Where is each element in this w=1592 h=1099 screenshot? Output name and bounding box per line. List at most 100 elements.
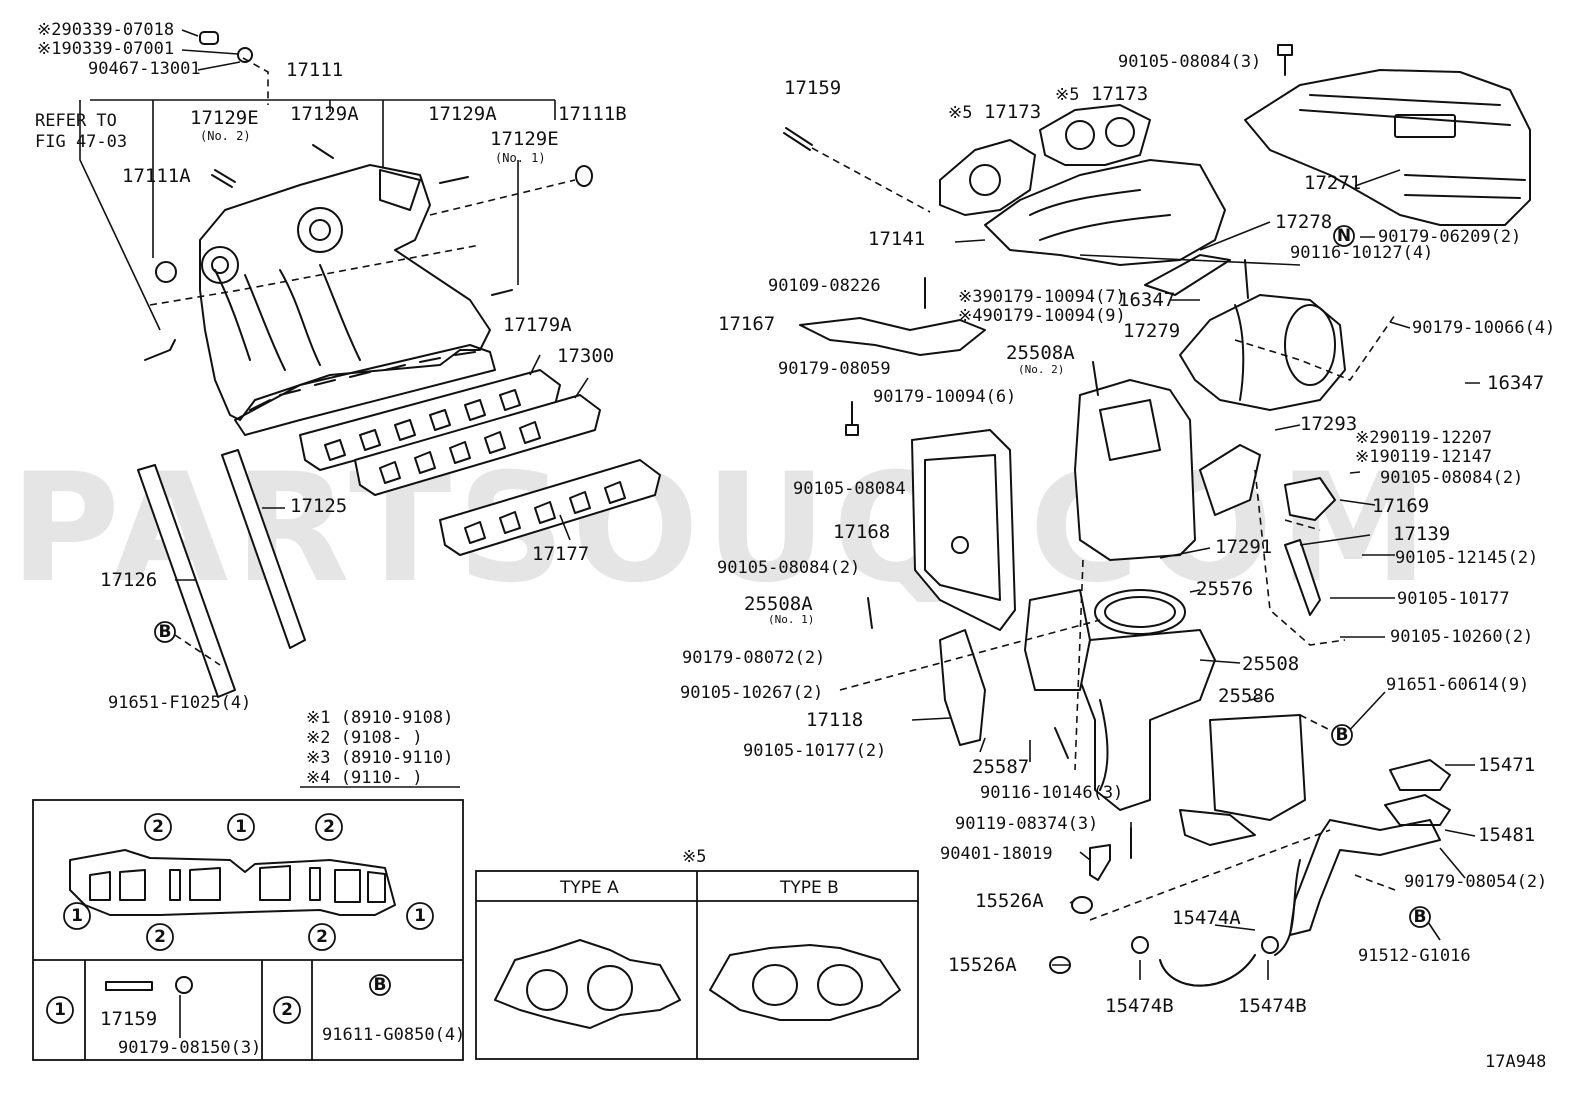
part-label: 90119-12207: [1379, 428, 1492, 448]
part-label: 17169: [1372, 495, 1429, 517]
part-label: 17278: [1275, 211, 1332, 233]
part-label: 90119-12147: [1379, 447, 1492, 467]
part-label: 17139: [1393, 523, 1450, 545]
part-label: 1: [414, 906, 426, 926]
part-label: B: [1414, 907, 1427, 927]
part-label: 90105-08084(2): [1380, 468, 1523, 488]
part-label: ※5 17173: [948, 101, 1041, 123]
part-label: ※190119-12147: [1355, 447, 1492, 467]
part-label: 90105-10177(2): [743, 741, 886, 761]
intake-manifold-part: [199, 164, 491, 421]
part-label: 90179-08150(3): [118, 1038, 261, 1058]
stay-17126-part: [137, 464, 236, 698]
part-label: ※190339-07001: [37, 39, 174, 59]
part-label: 17126: [100, 569, 157, 591]
gasket-17173-left-part: [939, 139, 1036, 216]
part-label: ※1 (8910-9108): [306, 708, 453, 728]
part-label: ※2 (9108- ): [306, 728, 423, 748]
part-label: 17159: [784, 77, 841, 99]
part-label: 90179-08054(2): [1404, 872, 1547, 892]
part-label: 17129A: [428, 103, 497, 125]
part-label: 17173: [1091, 83, 1148, 105]
part-label: 2: [152, 817, 164, 837]
plug-17111a-part: [155, 261, 177, 283]
part-label: ※4: [306, 768, 330, 788]
part-label: 17167: [718, 313, 775, 335]
part-label: 17111A: [122, 165, 191, 187]
part-label: 91651-60614(9): [1386, 675, 1529, 695]
part-label: 90105-08084(3): [1118, 52, 1261, 72]
part-label: 90467-13001: [88, 59, 201, 79]
part-label: 15474B: [1105, 995, 1174, 1017]
part-label: 15474A: [1172, 907, 1241, 929]
part-label: B: [374, 975, 387, 995]
part-label: TYPE A: [559, 878, 619, 898]
part-label: 17111: [286, 59, 343, 81]
part-label: 15474B: [1238, 995, 1307, 1017]
part-label: ※490179-10094(9): [958, 306, 1126, 326]
part-label: FIG 47-03: [35, 132, 127, 152]
part-label: 90179-10094(7): [982, 287, 1125, 307]
part-label: ※5: [1055, 85, 1079, 105]
part-label: 90339-07001: [61, 39, 174, 59]
part-label: ※3 (8910-9110): [306, 748, 453, 768]
part-label: 90105-10260(2): [1390, 627, 1533, 647]
part-label: 90105-08084: [793, 479, 906, 499]
part-label: ※5 17173: [1055, 83, 1148, 105]
part-label: (9108- ): [341, 728, 423, 748]
stay-17125-part: [221, 449, 306, 649]
part-label: 90105-10177: [1397, 589, 1510, 609]
part-label: 17177: [532, 543, 589, 565]
part-label: 15526A: [948, 954, 1017, 976]
part-label: 90105-12145(2): [1395, 548, 1538, 568]
part-label: 1: [235, 817, 247, 837]
part-label: 17173: [984, 101, 1041, 123]
part-label: 15481: [1478, 824, 1535, 846]
part-label: 17300: [557, 345, 614, 367]
part-label: 15526A: [975, 890, 1044, 912]
part-label: ※5: [948, 103, 972, 123]
part-label: 25508A: [1006, 342, 1075, 364]
part-label: 1: [71, 906, 83, 926]
part-label: 17159: [100, 1008, 157, 1030]
part-label: ※1: [306, 708, 330, 728]
part-label: 16347: [1487, 372, 1544, 394]
part-label: (8910-9110): [341, 748, 454, 768]
part-label: ※2: [306, 728, 330, 748]
part-label: ※390179-10094(7): [958, 287, 1126, 307]
part-label: 90179-08072(2): [682, 648, 825, 668]
heat-insulator-17167-part: [799, 317, 986, 356]
intake-manifold-group: [79, 31, 661, 698]
bracket-17118-part: [939, 629, 986, 746]
part-label: 90105-10267(2): [680, 683, 823, 703]
part-label: ※4 (9110- ): [306, 768, 423, 788]
part-label: ※2: [1355, 428, 1379, 448]
part-label: 90116-10146(3): [980, 783, 1123, 803]
gasket-17177-part: [439, 459, 661, 556]
heat-insulator-17168-part: [911, 429, 1016, 631]
part-label: N: [1337, 226, 1351, 246]
part-label: TYPE B: [779, 878, 839, 898]
part-label: 25587: [972, 756, 1029, 778]
part-label: ※2: [37, 20, 61, 40]
part-label: (No. 1): [495, 151, 546, 165]
part-label: 90179-06209(2): [1378, 227, 1521, 247]
part-label: 17129A: [290, 103, 359, 125]
part-label: REFER TO: [35, 111, 117, 131]
part-label: 90179-08059: [778, 359, 891, 379]
part-label: ※290339-07018: [37, 20, 174, 40]
part-label: 17129E: [190, 107, 259, 129]
part-label: 17141: [868, 228, 925, 250]
part-label: 2: [154, 927, 166, 947]
part-label: 2: [316, 927, 328, 947]
turbocharger-17279-part: [1179, 294, 1346, 411]
part-label: 90116-10127(4): [1290, 243, 1433, 263]
part-label: 90401-18019: [940, 844, 1053, 864]
part-label: 17168: [833, 521, 890, 543]
part-label: (No. 2): [200, 129, 251, 143]
production-date-legend: ※1 (8910-9108) ※2 (9108- ) ※3 (8910-9110…: [300, 708, 460, 788]
part-label: 17125: [290, 495, 347, 517]
right-part-labels: 17159 ※5 17173 ※5 17173 90105-08084(3) 1…: [680, 52, 1555, 1072]
part-label: 2: [281, 1000, 293, 1020]
